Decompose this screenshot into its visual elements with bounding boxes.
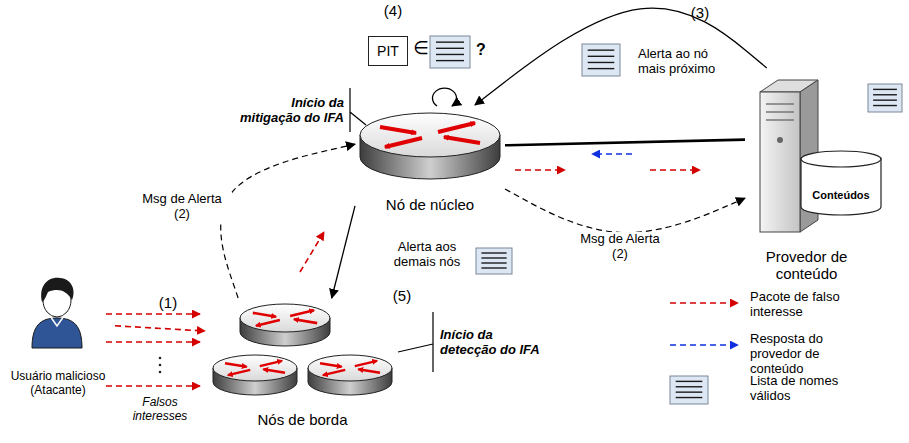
legend-label: Lista de nomes válidos [750, 374, 868, 404]
name-list-icon [476, 248, 512, 274]
ellipsis-dot [159, 364, 162, 367]
attacker: Usuário malicioso (Atacante) [1, 272, 115, 400]
node-label: Conteúdos [812, 189, 869, 202]
edge-routers: Nós de borda [205, 298, 400, 430]
false-interest-arrow [106, 385, 200, 387]
legend-label: Resposta do provedor de conteúdo [750, 332, 868, 377]
edge-label: Msg de Alerta (2) [132, 192, 232, 222]
connector [221, 144, 355, 298]
step-number: (1) [154, 294, 182, 311]
legend-entry: Lista de nomes válidos [668, 374, 868, 412]
connector [505, 140, 745, 146]
provider-response-arrow [592, 153, 632, 155]
node-label: Nós de borda [257, 411, 347, 428]
name-list-icon [670, 376, 708, 404]
ellipsis-dot [159, 371, 162, 374]
content-store: Conteúdos [800, 150, 882, 216]
node-label: Usuário malicioso (Atacante) [6, 370, 110, 398]
pit-box: PIT [368, 36, 408, 66]
legend-label: Pacote de falso interesse [750, 290, 868, 320]
ellipsis-dot [159, 357, 162, 360]
phase-note: Início da mitigação do IFA [232, 96, 344, 126]
connector [332, 206, 355, 298]
content-provider: Provedor de conteúdo Conteúdos [745, 68, 890, 285]
symbol: ∈ [413, 38, 429, 59]
node-label: Provedor de conteúdo [751, 248, 863, 283]
node-label: PIT [377, 43, 399, 59]
false-interest-arrow [650, 169, 700, 171]
core-router: Nó de núcleo [355, 105, 505, 217]
legend-entry: Pacote de falso interesse [668, 290, 868, 328]
edge-label: Alerta aos demais nós [380, 240, 474, 270]
symbol: ? [474, 41, 488, 59]
name-list-icon [868, 84, 902, 112]
bracket [350, 88, 366, 132]
attacker-icon [32, 278, 82, 348]
step-number: (3) [686, 4, 714, 21]
connector [505, 189, 745, 233]
false-interest-arrow [106, 313, 200, 315]
step-number: (5) [388, 287, 416, 304]
router-icon [240, 304, 330, 346]
edge-label: Alerta ao nó mais próximo [636, 47, 740, 77]
phase-note: Início da detecção do IFA [440, 328, 550, 358]
legend-entry: Resposta do provedor de conteúdo [668, 332, 868, 370]
edge-label: Msg de Alerta (2) [570, 232, 670, 262]
false-interest-arrow [106, 341, 200, 343]
legend-swatch [668, 332, 742, 366]
false-interest-arrow [300, 232, 324, 272]
false-interest-arrow [515, 169, 565, 171]
router-icon [308, 355, 392, 395]
bracket [398, 312, 433, 372]
legend-swatch [668, 374, 742, 408]
node-label: Nó de núcleo [386, 196, 474, 213]
router-icon [360, 113, 500, 179]
step-number: (4) [380, 2, 406, 19]
connector [115, 326, 205, 331]
note: Falsos interesses [122, 396, 198, 424]
legend-swatch [668, 290, 742, 324]
loop-arrow [433, 88, 457, 106]
router-icon [213, 355, 297, 395]
name-list-icon [430, 36, 470, 68]
name-list-icon [582, 44, 620, 76]
connector [475, 8, 767, 105]
database-cylinder [800, 150, 882, 216]
